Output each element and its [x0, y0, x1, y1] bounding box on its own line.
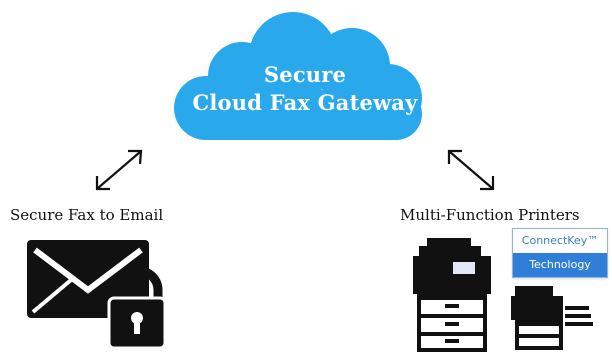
cloud-title-line2: Cloud Fax Gateway — [192, 90, 418, 115]
caption-multifunction-printers: Multi-Function Printers — [400, 206, 580, 224]
connectkey-badge: ConnectKey™ Technology — [512, 228, 608, 278]
technology-label: Technology — [513, 253, 607, 277]
cloud-gateway: Secure Cloud Fax Gateway — [160, 4, 450, 144]
connectkey-label: ConnectKey™ — [521, 234, 599, 247]
envelope-lock-icon — [27, 240, 165, 350]
double-arrow-left-icon — [95, 149, 143, 191]
cloud-shape — [174, 12, 422, 140]
caption-fax-to-email: Secure Fax to Email — [10, 206, 164, 224]
multifunction-printer-icon — [413, 238, 491, 352]
cloud-title-line1: Secure — [263, 62, 347, 87]
desktop-printer-icon — [511, 286, 593, 350]
double-arrow-right-icon — [447, 149, 495, 191]
